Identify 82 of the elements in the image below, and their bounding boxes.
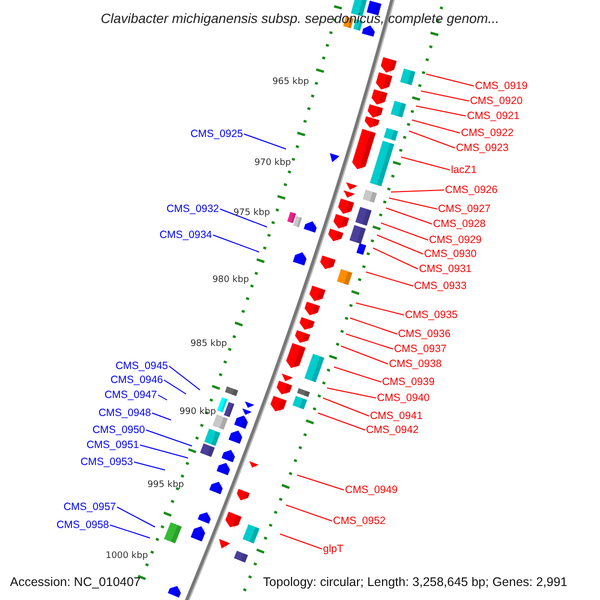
gene-label: CMS_0940 xyxy=(377,392,430,404)
gene-label: CMS_0923 xyxy=(456,142,509,154)
leader-line xyxy=(408,130,456,148)
gene-label: CMS_0934 xyxy=(159,228,212,242)
leader-line xyxy=(346,334,394,350)
leader-line xyxy=(390,190,444,192)
gene-label: CMS_0946 xyxy=(110,374,163,386)
leader-line xyxy=(340,346,388,364)
gene-label: CMS_0938 xyxy=(389,358,442,370)
gene-label: CMS_0947 xyxy=(104,388,157,402)
leader-line xyxy=(380,222,428,240)
gene-label: CMS_0950 xyxy=(92,424,145,436)
position-label: 990 kbp xyxy=(179,406,216,418)
leader-line xyxy=(164,380,186,394)
leader-line xyxy=(372,248,418,270)
gene-label: CMS_0921 xyxy=(467,110,520,122)
gene-label: CMS_0936 xyxy=(398,328,451,340)
position-label: 995 kbp xyxy=(147,480,184,490)
position-label: 965 kbp xyxy=(272,76,309,88)
gene-label: CMS_0945 xyxy=(115,360,168,372)
leader-line xyxy=(322,398,370,416)
leader-line xyxy=(158,394,168,400)
leader-line xyxy=(296,474,344,490)
gene-label: CMS_0926 xyxy=(445,184,498,196)
leader-line xyxy=(420,90,470,102)
gene-label: CMS_0932 xyxy=(166,202,219,216)
gene-label: CMS_0922 xyxy=(461,126,514,140)
gene-label: CMS_0920 xyxy=(470,94,523,108)
gene-label: CMS_0935 xyxy=(405,308,458,322)
gene-label: lacZ1 xyxy=(451,164,477,176)
accession-text: Accession: NC_010407 xyxy=(10,574,141,590)
gene-label: CMS_0942 xyxy=(366,424,419,436)
gene-label: CMS_0953 xyxy=(80,456,133,468)
leader-line xyxy=(134,462,166,470)
gene-label: CMS_0925 xyxy=(190,128,243,140)
leader-line xyxy=(388,198,438,210)
leader-line xyxy=(116,506,156,528)
gene-label: CMS_0951 xyxy=(86,438,139,452)
leader-line xyxy=(366,272,414,286)
gene-label: glpT xyxy=(323,542,344,556)
leader-line xyxy=(146,430,192,446)
gene-label: CMS_0929 xyxy=(429,234,482,246)
position-label: 980 kbp xyxy=(212,274,249,286)
gene-label: CMS_0941 xyxy=(370,410,423,422)
gene-label: CMS_0949 xyxy=(345,484,398,496)
gene-label: CMS_0952 xyxy=(333,514,386,528)
gene-label: CMS_0930 xyxy=(424,248,477,260)
gene-label: CMS_0919 xyxy=(475,80,528,92)
leader-line xyxy=(400,156,450,170)
leader-line xyxy=(412,120,460,134)
leader-line xyxy=(220,208,268,228)
genome-info-text: Topology: circular; Length: 3,258,645 bp; Genes: 2,991 xyxy=(263,574,568,590)
position-label: 1000 kbp xyxy=(106,550,148,562)
leader-line xyxy=(110,524,150,538)
leader-line xyxy=(426,74,474,86)
leader-line xyxy=(152,412,172,420)
leader-line xyxy=(280,534,322,550)
position-label: 975 kbp xyxy=(233,208,270,218)
gene-label: CMS_0957 xyxy=(63,500,116,514)
gene-label: CMS_0927 xyxy=(438,202,491,216)
leader-line xyxy=(386,208,432,224)
leader-line xyxy=(140,444,188,458)
position-label: 970 kbp xyxy=(254,158,291,168)
gene-label: CMS_0939 xyxy=(382,376,435,388)
leader-line xyxy=(334,366,382,382)
gene-label: CMS_0931 xyxy=(419,262,472,276)
gene-label: CMS_0937 xyxy=(394,342,447,356)
leader-line xyxy=(350,318,398,334)
leader-line xyxy=(376,234,424,254)
leader-line xyxy=(168,366,200,390)
leader-line xyxy=(356,302,404,316)
gene-label: CMS_0958 xyxy=(56,518,109,532)
leader-line xyxy=(326,388,376,398)
leader-line xyxy=(416,106,466,116)
position-label: 985 kbp xyxy=(190,338,227,350)
leader-line xyxy=(286,504,332,522)
gene-label: CMS_0928 xyxy=(433,218,486,230)
leader-line xyxy=(318,412,366,430)
leader-line xyxy=(212,234,260,252)
gene-label: CMS_0948 xyxy=(98,406,151,420)
gene-label: CMS_0933 xyxy=(414,280,467,292)
leader-line xyxy=(244,134,286,150)
